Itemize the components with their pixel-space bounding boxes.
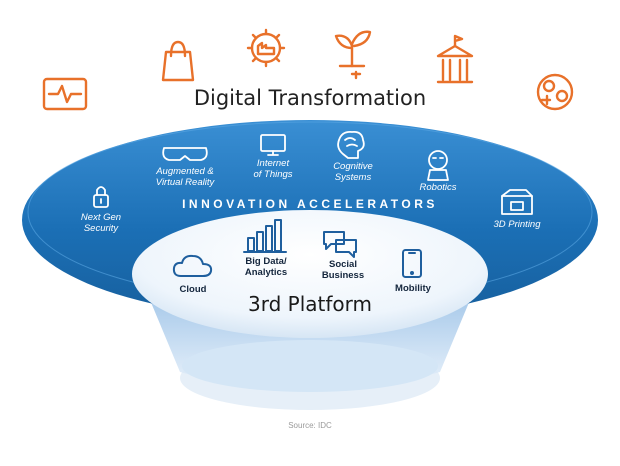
outer-item-label: Next Gen Security [80, 212, 122, 234]
factory-gear-icon [246, 28, 286, 68]
inner-item-label: Mobility [395, 283, 431, 294]
plant-energy-icon [334, 30, 372, 80]
third-platform-heading: 3rd Platform [248, 292, 372, 316]
bar-chart-icon [243, 219, 287, 253]
heart-monitor-icon [42, 77, 88, 111]
pedestal-bottom [182, 340, 438, 392]
brain-icon [337, 131, 365, 159]
diagram-title: Digital Transformation [193, 86, 427, 110]
robot-icon [427, 150, 449, 181]
lock-icon [93, 186, 109, 208]
inner-item-label: Big Data/ Analytics [244, 256, 288, 278]
chat-bubbles-icon [323, 231, 357, 258]
vr-goggles-icon [162, 147, 208, 161]
outer-item-label: Cognitive Systems [333, 161, 373, 183]
inner-disc [132, 210, 488, 338]
monitor-icon [260, 134, 286, 156]
inner-item-label: Social Business [321, 259, 365, 281]
outer-item-label: Internet of Things [253, 158, 293, 180]
inner-item-label: Cloud [179, 284, 207, 295]
innovation-accelerators-heading: INNOVATION ACCELERATORS [182, 197, 438, 211]
government-building-icon [436, 34, 474, 84]
shopping-bag-icon [161, 40, 195, 82]
outer-item-label: 3D Printing [493, 219, 541, 230]
cloud-icon [172, 254, 213, 277]
3d-printer-icon [501, 189, 533, 215]
finance-coins-icon [536, 73, 574, 111]
outer-item-label: Robotics [419, 182, 457, 193]
smartphone-icon [402, 249, 422, 278]
source-note: Source: IDC [288, 421, 332, 430]
outer-item-label: Augmented & Virtual Reality [155, 166, 215, 188]
